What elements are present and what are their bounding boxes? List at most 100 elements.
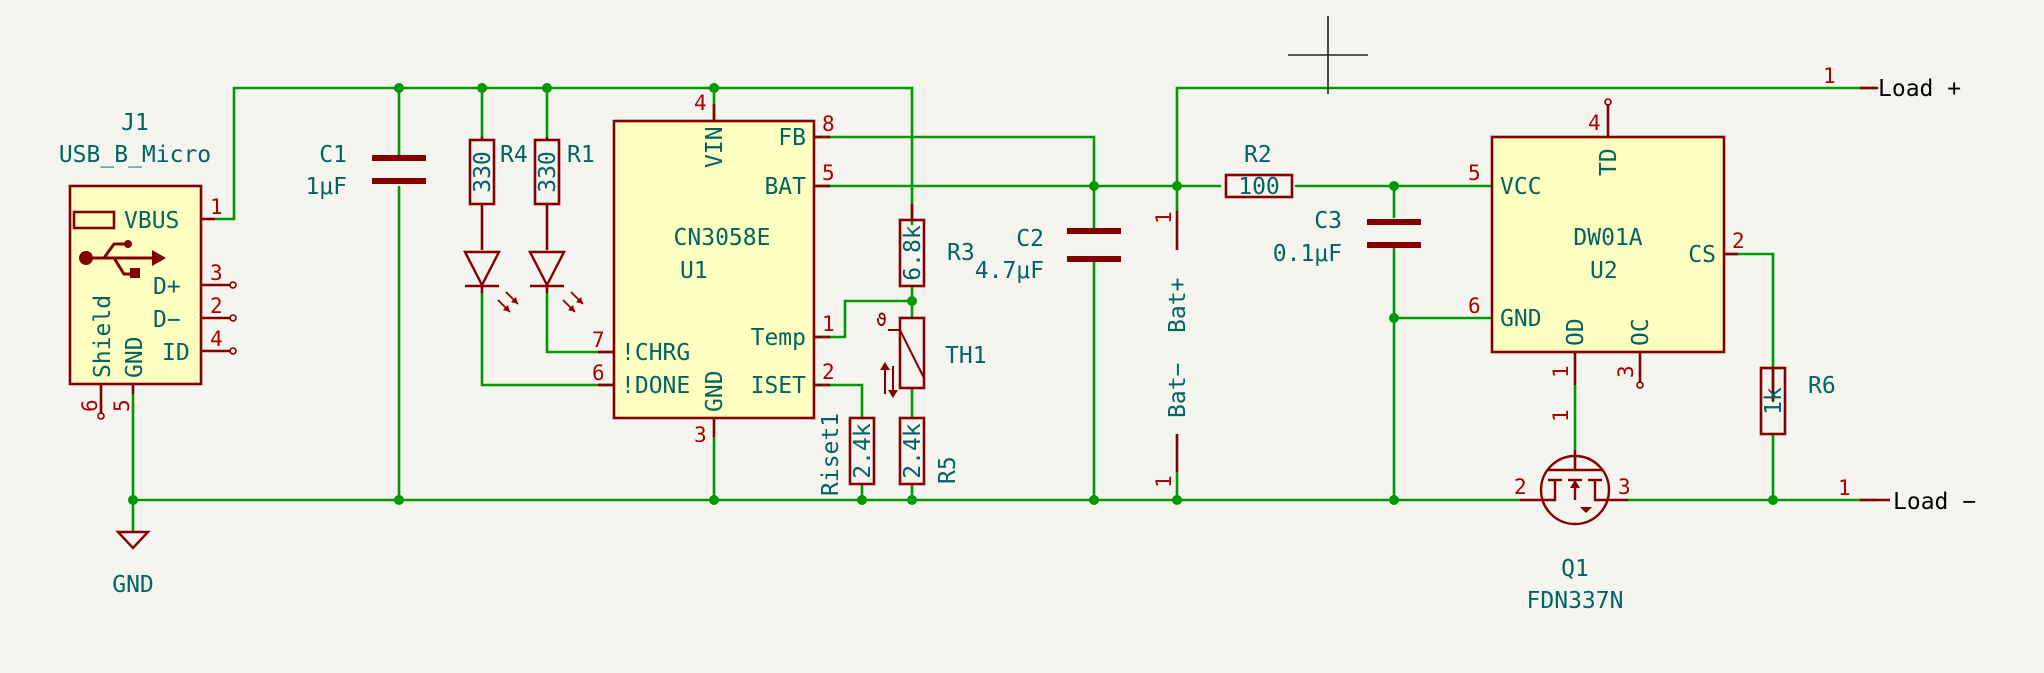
u1-num-bat: 5 [822, 161, 835, 185]
load-neg-num: 1 [1838, 476, 1851, 500]
r2-resistor[interactable] [1224, 173, 1294, 199]
r6-ref: R6 [1808, 373, 1836, 399]
j1-pin-id: ID [162, 340, 190, 366]
bat-pos-label: Bat+ [1165, 278, 1191, 333]
junctions [128, 83, 1778, 505]
wire-vbus-rail [213, 86, 914, 226]
u2-num-gnd: 6 [1468, 294, 1481, 318]
j1-num-dp: 3 [210, 261, 223, 285]
q1-num-source: 3 [1618, 475, 1631, 499]
u2-num-td: 4 [1588, 111, 1601, 135]
r6-resistor[interactable] [1759, 366, 1787, 436]
u2-dw01a[interactable] [1490, 98, 1738, 389]
j1-ref: J1 [121, 110, 149, 136]
u1-value: CN3058E [674, 225, 771, 251]
u2-num-od: 1 [1549, 365, 1573, 378]
q1-value: FDN337N [1527, 588, 1624, 614]
q1-mosfet[interactable] [1520, 450, 1628, 526]
bat-neg-label: Bat− [1165, 363, 1191, 418]
r2-value: 100 [1238, 174, 1280, 200]
load-pos-label: Load + [1878, 76, 1961, 102]
riset1-resistor[interactable] [848, 416, 876, 486]
r2-ref: R2 [1244, 142, 1272, 168]
u1-pin-fb: FB [778, 125, 806, 151]
u1-num-done: 6 [592, 361, 605, 385]
c1-ref: C1 [319, 142, 347, 168]
wire-chrg [545, 291, 616, 354]
u1-ref: U1 [680, 258, 708, 284]
u1-num-chrg: 7 [592, 328, 605, 352]
wire-done [480, 291, 616, 387]
c1-value: 1μF [305, 174, 347, 200]
q1-num-gate: 1 [1549, 409, 1573, 422]
r1-ref: R1 [567, 142, 595, 168]
r5-resistor[interactable] [898, 416, 926, 486]
c1-capacitor[interactable] [372, 155, 426, 184]
r3-ref: R3 [947, 240, 975, 266]
u1-cn3058e[interactable] [598, 104, 830, 437]
j1-pin-gnd: GND [122, 336, 148, 378]
j1-pin-vbus: VBUS [124, 208, 179, 234]
riset1-value: 2.4k [850, 423, 876, 479]
u1-pin-gnd: GND [702, 370, 728, 412]
u1-num-temp: 1 [822, 312, 835, 336]
wire-fb [812, 135, 1096, 231]
wire-bat [812, 184, 1179, 213]
wire-load-pos [1175, 86, 1877, 188]
cursor-crosshair [1288, 16, 1368, 94]
u2-num-oc: 3 [1614, 365, 1638, 378]
j1-value: USB_B_Micro [59, 142, 211, 168]
r1-value: 330 [535, 151, 561, 193]
u1-num-iset: 2 [822, 360, 835, 384]
u1-pin-chrg: !CHRG [621, 340, 690, 366]
u2-num-cs: 2 [1732, 229, 1745, 253]
r3-resistor[interactable] [898, 204, 926, 288]
load-pos-num: 1 [1823, 64, 1836, 88]
u2-pin-vcc: VCC [1500, 174, 1542, 200]
u1-pin-temp: Temp [751, 325, 806, 351]
u1-pin-bat: BAT [764, 174, 806, 200]
u2-pin-oc: OC [1628, 318, 1654, 346]
svg-text:ϑ: ϑ [876, 310, 887, 331]
wire-cs [1722, 252, 1775, 403]
j1-num-gnd: 5 [110, 399, 134, 412]
u1-num-gnd: 3 [694, 423, 707, 447]
u2-ref: U2 [1590, 258, 1618, 284]
riset1-ref: Riset1 [818, 413, 844, 496]
th1-thermistor[interactable]: ϑ [876, 310, 926, 398]
u2-pin-cs: CS [1688, 242, 1716, 268]
r5-ref: R5 [935, 456, 961, 484]
q1-ref: Q1 [1561, 556, 1589, 582]
u2-pin-gnd: GND [1500, 306, 1542, 332]
r6-value: 1k [1761, 387, 1787, 415]
u2-num-vcc: 5 [1468, 161, 1481, 185]
c2-value: 4.7μF [975, 258, 1044, 284]
q1-num-drain: 2 [1514, 475, 1527, 499]
wires [131, 86, 1877, 534]
r3-value: 6.8k [900, 225, 926, 281]
u1-num-vin: 4 [694, 91, 707, 115]
led-r1[interactable] [528, 250, 584, 313]
c3-capacitor[interactable] [1367, 219, 1421, 248]
u2-value: DW01A [1573, 225, 1642, 251]
u2-pin-od: OD [1563, 318, 1589, 346]
j1-pin-shield: Shield [90, 295, 116, 378]
j1-usb-connector[interactable] [68, 184, 237, 420]
j1-num-id: 4 [210, 327, 223, 351]
c3-ref: C3 [1314, 208, 1342, 234]
r1-resistor[interactable] [533, 137, 561, 250]
u2-pin-td: TD [1596, 148, 1622, 176]
u1-pin-iset: ISET [751, 373, 807, 399]
j1-pin-dp: D+ [153, 274, 181, 300]
c2-capacitor[interactable] [1067, 228, 1121, 262]
led-r4[interactable] [463, 250, 519, 313]
u1-pin-vin: VIN [702, 126, 728, 168]
load-neg-label: Load − [1893, 489, 1976, 515]
th1-ref: TH1 [945, 343, 987, 369]
j1-num-vbus: 1 [210, 195, 223, 219]
r4-ref: R4 [500, 142, 528, 168]
r4-resistor[interactable] [468, 137, 496, 250]
gnd-label: GND [112, 572, 154, 598]
c3-value: 0.1μF [1273, 241, 1342, 267]
